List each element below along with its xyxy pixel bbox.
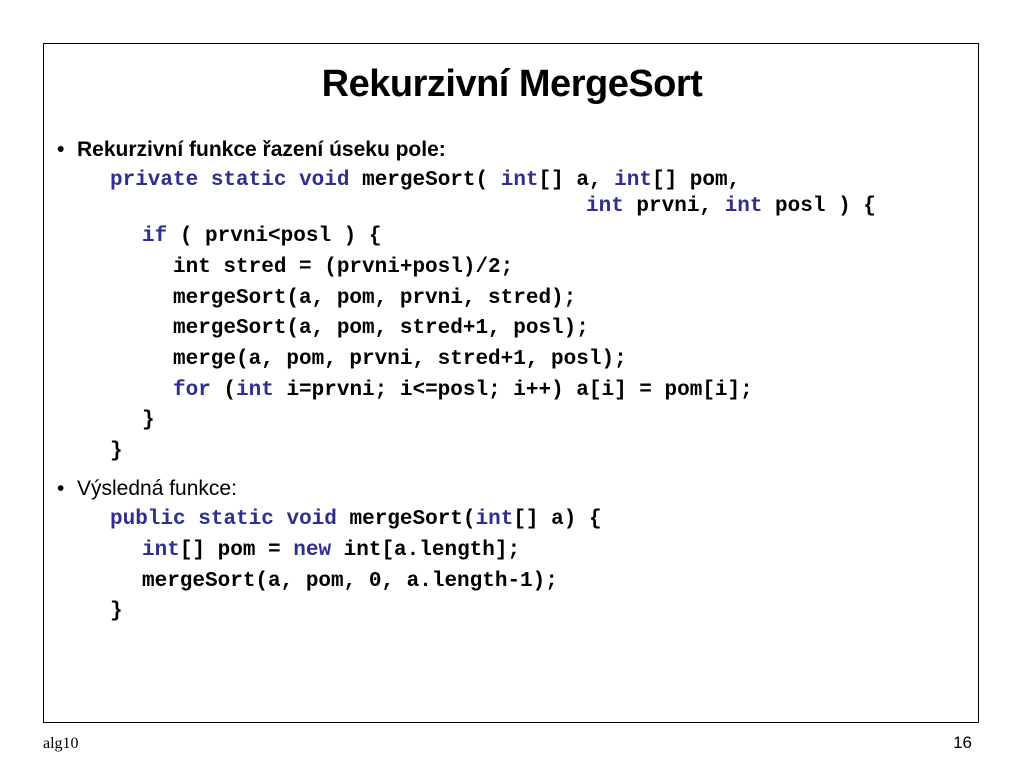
code-line: public static void mergeSort(int[] a) { (110, 508, 602, 531)
code-line: int[] pom = new int[a.length]; (142, 539, 521, 562)
code-line: mergeSort(a, pom, prvni, stred); (173, 287, 577, 310)
page-number: 16 (953, 733, 972, 752)
slide-title: Rekurzivní MergeSort (321, 63, 703, 105)
bullet-dot-icon: • (57, 477, 65, 500)
footer-course-label: alg10 (43, 735, 79, 752)
slide-frame (43, 43, 979, 723)
code-line: } (110, 600, 123, 623)
code-line: mergeSort(a, pom, stred+1, posl); (173, 317, 589, 340)
bullet-text: Výsledná funkce: (77, 477, 237, 500)
bullet-recursive-function: • Rekurzivní funkce řazení úseku pole: (57, 138, 446, 162)
code-line: if ( prvni<posl ) { (142, 225, 382, 248)
code-line: int prvni, int posl ) { (586, 195, 876, 218)
bullet-result-function: • Výsledná funkce: (57, 477, 237, 501)
code-line: mergeSort(a, pom, 0, a.length-1); (142, 570, 558, 593)
code-line: private static void mergeSort( int[] a, … (110, 169, 741, 192)
bullet-dot-icon: • (57, 138, 65, 161)
code-line: int stred = (prvni+posl)/2; (173, 256, 514, 279)
code-line: } (142, 409, 155, 432)
code-line: merge(a, pom, prvni, stred+1, posl); (173, 348, 627, 371)
code-line: for (int i=prvni; i<=posl; i++) a[i] = p… (173, 379, 753, 402)
code-line: } (110, 440, 123, 463)
bullet-text: Rekurzivní funkce řazení úseku pole: (77, 138, 446, 161)
